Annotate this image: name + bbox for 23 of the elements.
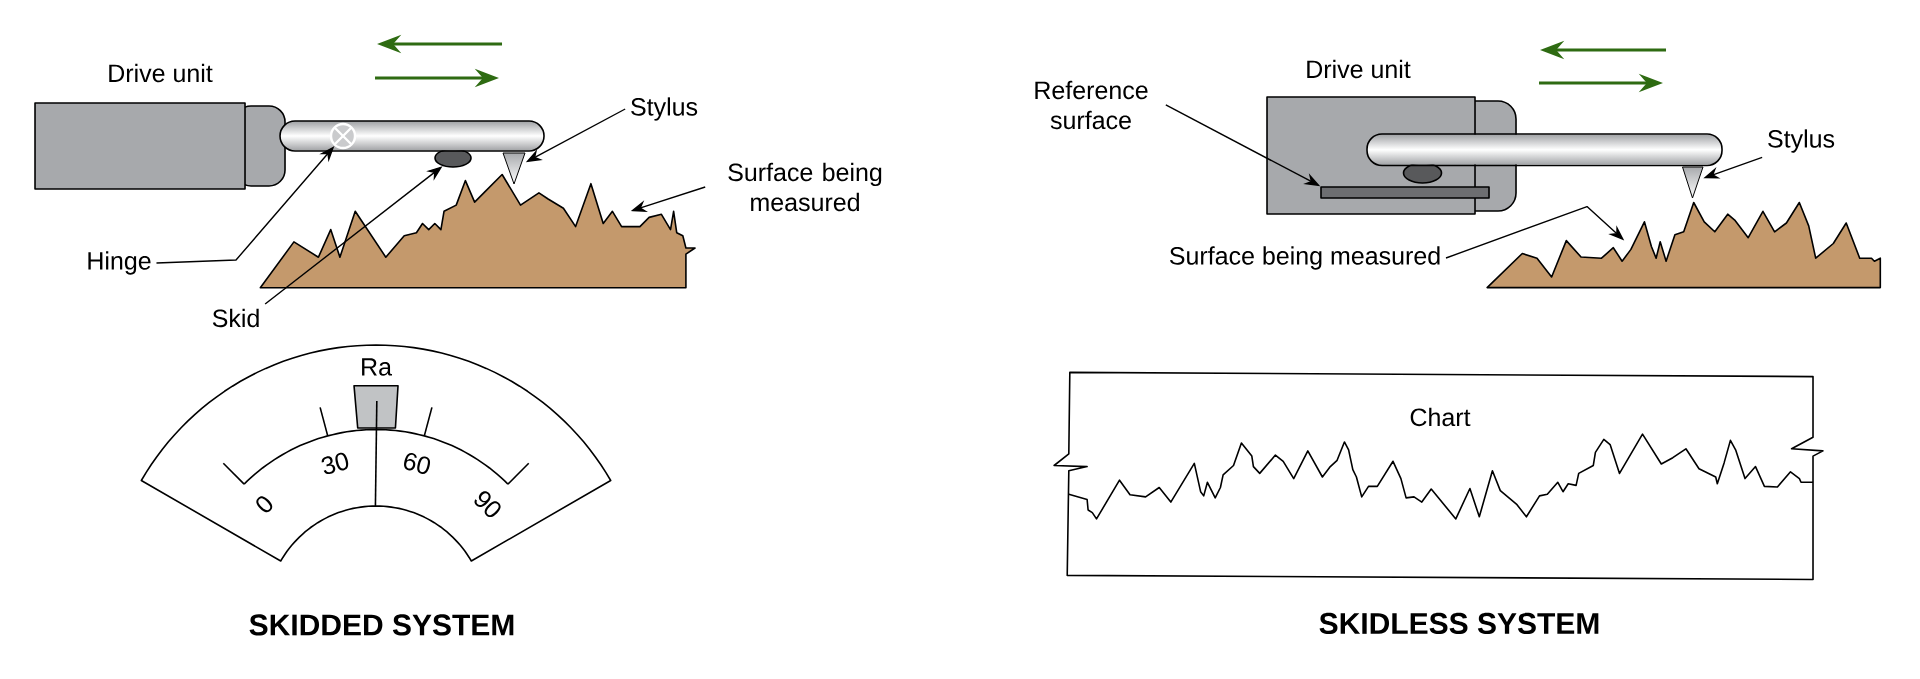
callout-label: Stylus [1768,129,1835,153]
hinge-drawing [329,122,357,150]
callout-label: Surface being measured [728,162,882,212]
chart-label: Chart [1410,407,1471,427]
scale-number: 60 [404,452,431,474]
surface-drawing [1486,201,1882,289]
stylus-drawing [502,152,526,185]
callout-label: Surface being measured [1169,246,1440,270]
part-label: Drive unit [1307,59,1411,79]
reference-bar [1320,186,1490,199]
callout-label: Hinge [88,251,151,275]
callout-label: Stylus [631,97,698,121]
callout-label: Skid [212,308,259,328]
scale-number: 0 [256,496,273,513]
stylus-drawing [1682,166,1704,199]
callout-label: Reference surface [1035,80,1148,130]
surface-drawing [259,173,696,289]
part-label: Drive unit [109,63,213,83]
scale-number: 90 [474,491,501,518]
dial-label: Ra [362,358,392,376]
panel-caption: SKIDDED SYSTEM [249,614,514,636]
scale-number: 30 [321,452,349,475]
panel-caption: SKIDLESS SYSTEM [1319,612,1599,635]
